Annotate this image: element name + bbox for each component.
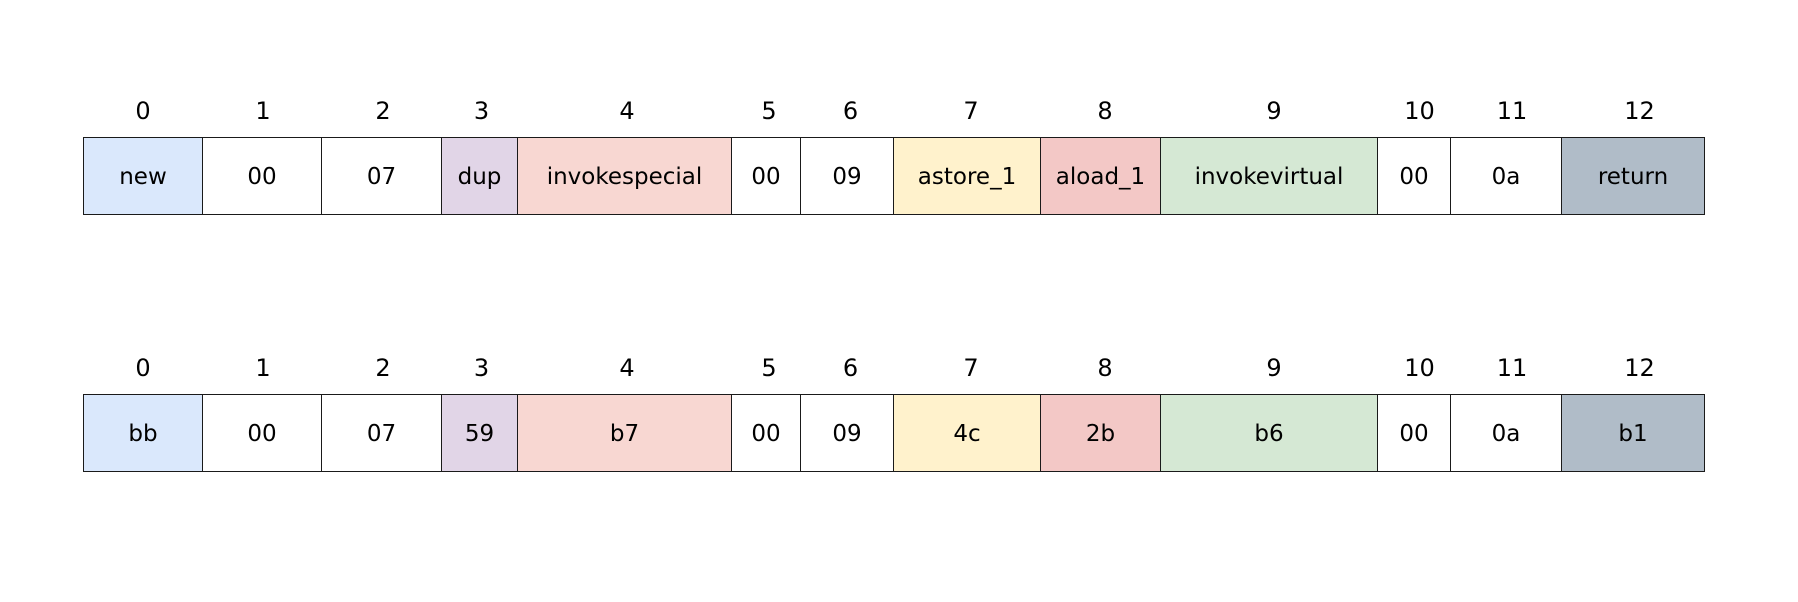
byte-index-7: 7 bbox=[963, 97, 979, 125]
byte-index-7: 7 bbox=[963, 354, 979, 382]
operand-cell: 00 bbox=[201, 137, 323, 215]
operand-cell: 00 bbox=[730, 137, 802, 215]
hex-cell-bb: bb bbox=[83, 394, 203, 472]
byte-index-3: 3 bbox=[473, 97, 490, 125]
byte-index-8: 8 bbox=[1097, 97, 1113, 125]
opcode-cell-return: return bbox=[1561, 137, 1705, 215]
operand-cell: 07 bbox=[321, 137, 442, 215]
byte-index-6: 6 bbox=[842, 354, 859, 382]
byte-index-4: 4 bbox=[619, 97, 635, 125]
byte-index-4: 4 bbox=[619, 354, 635, 382]
byte-index-row: 0 1 2 3 4 5 6 7 8 9 10 11 12 bbox=[83, 352, 1713, 384]
hex-cell-b1: b1 bbox=[1561, 394, 1705, 472]
opcode-cell-astore-1: astore_1 bbox=[892, 137, 1042, 215]
byte-index-11: 11 bbox=[1496, 354, 1528, 382]
bytecode-hex-row: 0 1 2 3 4 5 6 7 8 9 10 11 12 bb 00 07 59… bbox=[83, 352, 1713, 492]
hex-cell-2b: 2b bbox=[1040, 394, 1161, 472]
byte-index-0: 0 bbox=[135, 97, 151, 125]
byte-index-12: 12 bbox=[1624, 97, 1655, 125]
byte-index-2: 2 bbox=[375, 354, 391, 382]
byte-index-0: 0 bbox=[135, 354, 151, 382]
byte-index-6: 6 bbox=[842, 97, 859, 125]
byte-cell-row: bb 00 07 59 b7 00 09 4c 2b b6 00 0a b1 bbox=[83, 394, 1713, 472]
bytecode-mnemonic-row: 0 1 2 3 4 5 6 7 8 9 10 11 12 new 00 07 d… bbox=[83, 95, 1713, 235]
hex-cell-b6: b6 bbox=[1159, 394, 1379, 472]
byte-index-11: 11 bbox=[1496, 97, 1528, 125]
byte-index-5: 5 bbox=[761, 354, 777, 382]
hex-cell-59: 59 bbox=[440, 394, 519, 472]
byte-index-9: 9 bbox=[1266, 354, 1282, 382]
operand-cell: 0a bbox=[1449, 137, 1563, 215]
opcode-cell-aload-1: aload_1 bbox=[1040, 137, 1161, 215]
byte-index-12: 12 bbox=[1624, 354, 1655, 382]
operand-cell: 09 bbox=[800, 137, 894, 215]
operand-cell: 00 bbox=[1377, 137, 1451, 215]
opcode-cell-new: new bbox=[83, 137, 203, 215]
byte-index-8: 8 bbox=[1097, 354, 1113, 382]
byte-index-1: 1 bbox=[255, 354, 271, 382]
byte-index-5: 5 bbox=[761, 97, 777, 125]
opcode-cell-invokespecial: invokespecial bbox=[517, 137, 732, 215]
byte-index-10: 10 bbox=[1404, 354, 1435, 382]
byte-index-1: 1 bbox=[255, 97, 271, 125]
hex-operand-cell: 00 bbox=[730, 394, 802, 472]
hex-operand-cell: 07 bbox=[321, 394, 442, 472]
hex-operand-cell: 0a bbox=[1449, 394, 1563, 472]
byte-cell-row: new 00 07 dup invokespecial 00 09 astore… bbox=[83, 137, 1713, 215]
opcode-cell-invokevirtual: invokevirtual bbox=[1159, 137, 1379, 215]
byte-index-9: 9 bbox=[1266, 97, 1282, 125]
byte-index-3: 3 bbox=[473, 354, 490, 382]
byte-index-10: 10 bbox=[1404, 97, 1435, 125]
byte-index-2: 2 bbox=[375, 97, 391, 125]
hex-cell-b7: b7 bbox=[517, 394, 732, 472]
byte-index-row: 0 1 2 3 4 5 6 7 8 9 10 11 12 bbox=[83, 95, 1713, 127]
hex-operand-cell: 09 bbox=[800, 394, 894, 472]
hex-operand-cell: 00 bbox=[1377, 394, 1451, 472]
hex-operand-cell: 00 bbox=[201, 394, 323, 472]
opcode-cell-dup: dup bbox=[440, 137, 519, 215]
hex-cell-4c: 4c bbox=[892, 394, 1042, 472]
